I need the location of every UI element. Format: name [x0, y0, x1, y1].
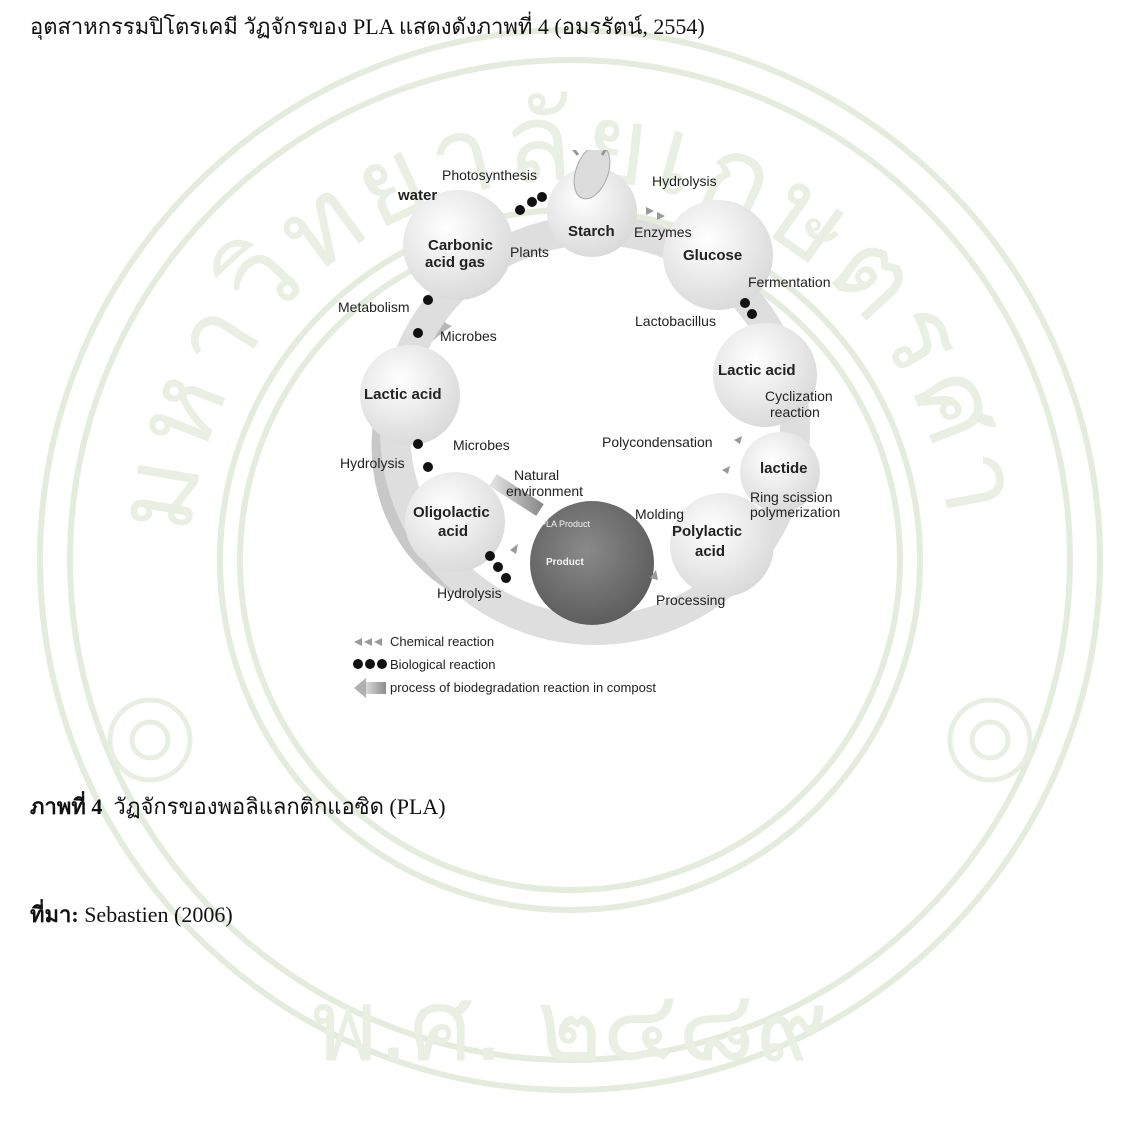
label-hydrolysis-bottom: Hydrolysis — [437, 585, 502, 601]
pla-cycle-figure: Carbonic acid gas Starch Glucose Lactic … — [310, 141, 870, 710]
pla-cycle-diagram: Carbonic acid gas Starch Glucose Lactic … — [338, 141, 840, 698]
svg-text:lactide: lactide — [760, 460, 808, 477]
label-cyclization-1: Cyclization — [765, 388, 833, 404]
legend-biological-icon — [353, 659, 387, 669]
svg-text:PLA Product: PLA Product — [540, 519, 591, 529]
label-plants: Plants — [510, 244, 549, 260]
label-molding: Molding — [635, 506, 684, 522]
label-ring-2: polymerization — [750, 504, 840, 520]
svg-text:acid: acid — [695, 543, 725, 560]
chemical-arrows — [510, 207, 742, 580]
label-cyclization-2: reaction — [770, 404, 820, 420]
node-lactic-left: Lactic acid — [360, 345, 460, 445]
intro-text: อุตสาหกรรมปิโตรเคมี วัฏจักรของ PLA แสดงด… — [30, 14, 705, 39]
label-ring-1: Ring scission — [750, 489, 832, 505]
svg-text:Carbonic: Carbonic — [428, 237, 493, 254]
label-natural-2: environment — [506, 483, 583, 499]
node-glucose: Glucose — [663, 200, 773, 310]
node-polylactic: Polylactic acid — [670, 493, 774, 597]
label-polycondensation: Polycondensation — [602, 434, 713, 450]
svg-text:Oligolactic: Oligolactic — [413, 504, 490, 521]
svg-text:acid gas: acid gas — [425, 254, 485, 271]
legend-chemical-icon — [354, 638, 382, 646]
legend-compost-icon — [354, 678, 386, 698]
label-hydrolysis-top: Hydrolysis — [652, 173, 717, 189]
svg-text:Glucose: Glucose — [683, 247, 742, 264]
label-fermentation: Fermentation — [748, 274, 830, 290]
legend-biological: Biological reaction — [390, 657, 496, 672]
source-text: Sebastien (2006) — [84, 902, 233, 927]
caption-text: วัฏจักรของพอลิแลกติกแอซิด (PLA) — [113, 794, 446, 819]
legend: Chemical reaction Biological reaction pr… — [353, 634, 656, 698]
figure-caption: ภาพที่ 4 วัฏจักรของพอลิแลกติกแอซิด (PLA) — [30, 792, 446, 822]
label-metabolism: Metabolism — [338, 299, 410, 315]
node-lactide: lactide — [740, 432, 820, 512]
label-enzymes: Enzymes — [634, 224, 692, 240]
label-processing: Processing — [656, 592, 725, 608]
caption-label: ภาพที่ 4 — [30, 794, 103, 819]
svg-text:acid: acid — [438, 523, 468, 540]
label-microbes-upper: Microbes — [440, 328, 497, 344]
svg-text:Lactic acid: Lactic acid — [718, 362, 796, 379]
source-label: ที่มา: — [30, 902, 79, 927]
label-water: water — [397, 187, 437, 204]
label-hydrolysis-left: Hydrolysis — [340, 455, 405, 471]
svg-text:Product: Product — [546, 557, 584, 568]
figure-source: ที่มา: Sebastien (2006) — [30, 900, 233, 930]
label-photosynthesis: Photosynthesis — [442, 167, 537, 183]
node-lactic-right: Lactic acid — [713, 323, 817, 427]
node-starch: Starch — [547, 167, 637, 257]
label-lactobacillus: Lactobacillus — [635, 313, 716, 329]
svg-text:Starch: Starch — [568, 223, 615, 240]
legend-chemical: Chemical reaction — [390, 634, 494, 649]
biological-dots — [413, 192, 757, 583]
svg-text:Polylactic: Polylactic — [672, 523, 742, 540]
label-natural-1: Natural — [514, 467, 559, 483]
node-carbonic: Carbonic acid gas — [403, 190, 513, 300]
natural-environment-arrow — [489, 474, 544, 516]
label-microbes-lower: Microbes — [453, 437, 510, 453]
svg-text:Lactic acid: Lactic acid — [364, 386, 442, 403]
node-product: PLA Product Product — [530, 501, 654, 625]
legend-compost: process of biodegradation reaction in co… — [390, 680, 656, 695]
watermark-year: พ.ศ. ๒๔๘๙ — [312, 967, 829, 1084]
node-oligolactic: Oligolactic acid — [405, 472, 505, 572]
